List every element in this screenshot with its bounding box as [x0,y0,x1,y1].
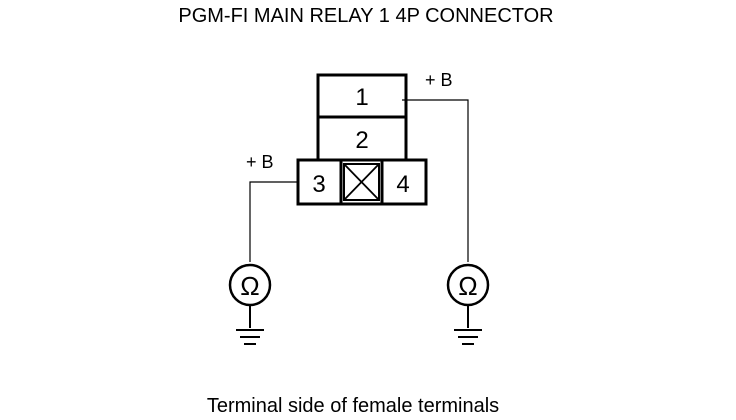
diagram-title: PGM-FI MAIN RELAY 1 4P CONNECTOR [178,5,553,27]
pin-label-1: 1 [355,84,368,111]
wire-pin3-to-left-meter [249,181,298,262]
ohm-symbol-right: Ω [458,271,477,301]
diagram-caption: Terminal side of female terminals [207,395,499,417]
supply-label-pin3: + B [246,152,274,172]
ground-icon [236,305,264,345]
wire-pin1-to-right-meter [402,99,469,262]
ohmmeter-icon: Ω [228,263,272,307]
supply-label-pin1: + B [425,70,453,90]
pin-label-2: 2 [355,127,368,154]
crossed-cavity-icon [343,163,380,201]
ohm-symbol-left: Ω [240,271,259,301]
pin-label-3: 3 [312,171,325,198]
ground-icon [454,305,482,345]
connector-4p: 1 2 3 4 [296,73,428,206]
pin-label-4: 4 [396,171,409,198]
ohmmeter-icon: Ω [446,263,490,307]
